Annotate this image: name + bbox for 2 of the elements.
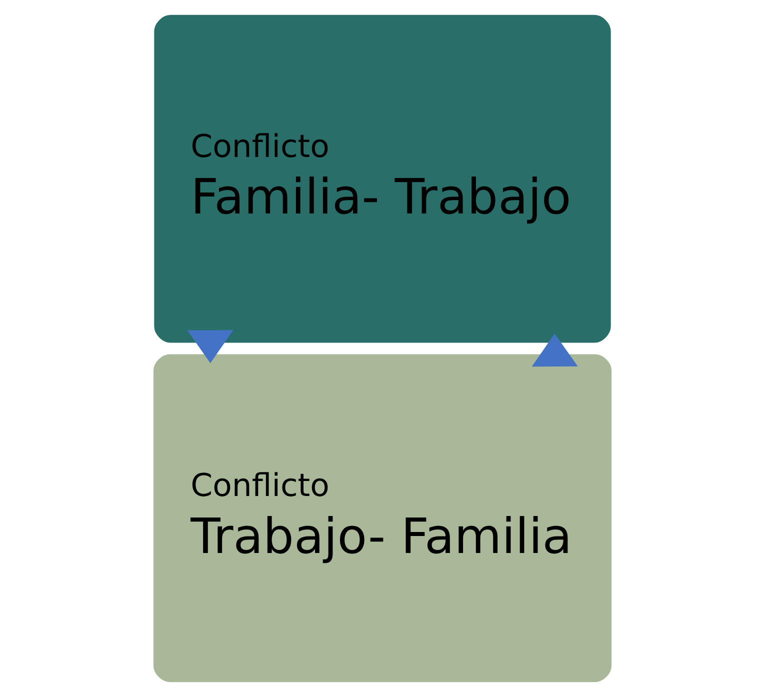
arrow — [531, 334, 578, 367]
arrow — [186, 330, 233, 364]
